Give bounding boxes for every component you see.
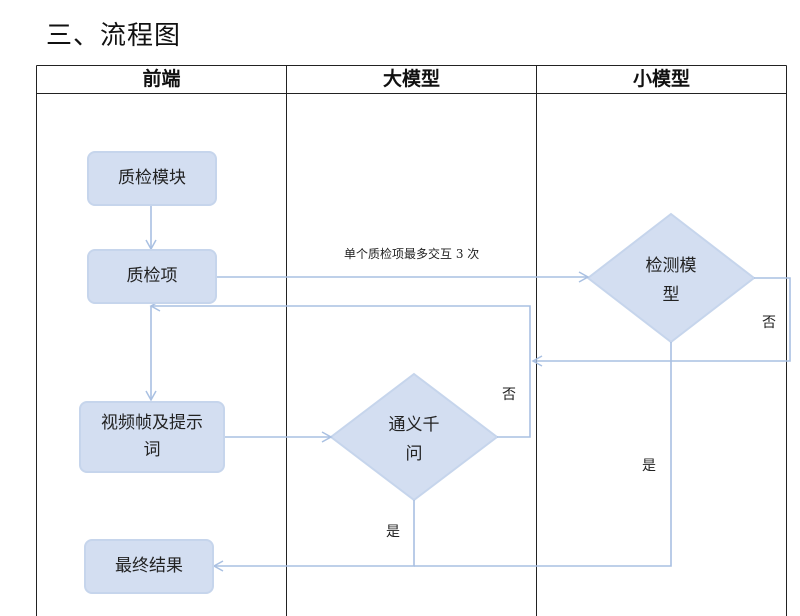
detect-model-label-line1: 检测模 xyxy=(645,256,697,276)
tongyi-label-line1: 通义千 xyxy=(388,415,440,435)
final-result-node: 最终结果 xyxy=(84,539,214,594)
swimlane-table xyxy=(36,65,787,616)
edge-tongyi-no-loop xyxy=(149,300,531,438)
qc-module-label: 质检模块 xyxy=(118,168,186,188)
tongyi-label-line2: 问 xyxy=(405,444,423,464)
tongyi-label: 通义千 问 xyxy=(354,411,474,469)
detect-no-label: 否 xyxy=(762,315,776,331)
qc-module-node: 质检模块 xyxy=(87,151,217,206)
qc-item-node: 质检项 xyxy=(87,249,217,304)
tongyi-yes-label: 是 xyxy=(386,524,400,540)
max-interactions-label: 单个质检项最多交互 3 次 xyxy=(344,247,480,261)
edge-detect-yes xyxy=(414,342,672,567)
page-title: 三、流程图 xyxy=(46,21,182,51)
video-prompt-label-line1: 视频帧及提示 xyxy=(101,413,203,433)
detect-yes-label: 是 xyxy=(642,458,656,474)
lane-header-small-model: 小模型 xyxy=(632,68,690,90)
video-prompt-label-line2: 词 xyxy=(143,440,161,460)
tongyi-no-label: 否 xyxy=(502,387,516,403)
edge-detect-no xyxy=(531,277,791,367)
lane-header-frontend: 前端 xyxy=(142,68,181,90)
detect-model-label-line2: 型 xyxy=(662,285,680,305)
video-prompt-node: 视频帧及提示 词 xyxy=(79,401,225,473)
detect-model-label: 检测模 型 xyxy=(611,252,731,310)
qc-item-label: 质检项 xyxy=(126,266,178,286)
lane-header-large-model: 大模型 xyxy=(382,68,440,90)
edge-tongyi-yes xyxy=(212,500,415,572)
final-result-label: 最终结果 xyxy=(115,556,183,576)
